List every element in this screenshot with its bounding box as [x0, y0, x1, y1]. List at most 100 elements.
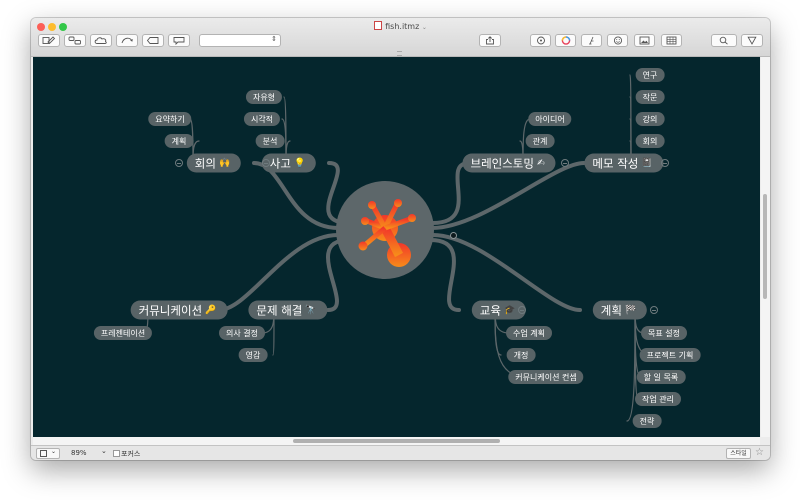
sticker-button[interactable] — [530, 34, 551, 47]
zoom-button[interactable] — [59, 23, 67, 31]
subtopic-left-1-2-label: 분석 — [262, 136, 278, 146]
main-branch — [326, 238, 351, 312]
collapse-toggle[interactable] — [518, 306, 526, 314]
style-button-label: 스타일 — [730, 450, 747, 457]
subtopic-right-0-0-label: 아이디어 — [535, 114, 565, 124]
callout-icon — [173, 37, 185, 45]
imindmap-logo-icon — [358, 199, 416, 267]
horizontal-scroll-thumb[interactable] — [293, 439, 500, 443]
topic-right-0[interactable]: 브레인스토밍✍ — [462, 153, 556, 173]
topic-left-0[interactable]: 회의🙌 — [186, 153, 242, 173]
subtopic-left-0-1[interactable]: 계획 — [164, 134, 194, 148]
vertical-scroll-thumb[interactable] — [763, 194, 767, 299]
cloud-button[interactable] — [90, 34, 112, 47]
topic-left-1[interactable]: 사고💡 — [261, 153, 317, 173]
zoom-level[interactable]: 89% — [71, 449, 87, 457]
subtopic-left-1-0-label: 자유형 — [252, 92, 276, 102]
topic-right-2[interactable]: 교육🎓 — [471, 300, 527, 320]
topic-left-1-label: 사고 — [269, 156, 291, 170]
subtopic-left-0-1-label: 계획 — [171, 136, 187, 146]
subtopic-left-2-0[interactable]: 프레젠테이션 — [93, 326, 153, 340]
share-icon — [486, 36, 494, 45]
subtopic-right-1-1-label: 작문 — [642, 92, 658, 102]
focus-label: 포커스 — [121, 450, 141, 458]
subtopic-right-3-0[interactable]: 목표 설정 — [641, 326, 687, 340]
subtopic-left-1-0[interactable]: 자유형 — [245, 90, 283, 104]
subtopic-right-2-2-label: 커뮤니케이션 컨셉 — [515, 372, 577, 382]
subtopic-right-3-2[interactable]: 할 일 목록 — [636, 370, 686, 384]
title-bar: fish.itmz ⌄ ⇕ — [31, 18, 770, 57]
subtopic-left-1-2[interactable]: 분석 — [255, 134, 285, 148]
collapse-toggle[interactable] — [661, 159, 669, 167]
subtopic-right-2-2[interactable]: 커뮤니케이션 컨셉 — [508, 370, 584, 384]
table-button[interactable] — [661, 34, 682, 47]
connector-handle[interactable] — [450, 232, 457, 239]
collapse-toggle[interactable] — [561, 159, 569, 167]
style-button[interactable]: 스타일 — [726, 448, 751, 459]
share-button[interactable] — [479, 34, 501, 47]
collapse-toggle[interactable] — [175, 159, 183, 167]
collapse-toggle[interactable] — [262, 159, 270, 167]
subtopic-right-1-1[interactable]: 작문 — [635, 90, 665, 104]
subtopic-right-2-0[interactable]: 수업 계획 — [506, 326, 552, 340]
relationship-icon — [121, 37, 133, 44]
main-branch — [429, 238, 461, 312]
subtopic-left-1-1[interactable]: 시각적 — [243, 112, 281, 126]
tag-button[interactable] — [142, 34, 164, 47]
add-topic-button[interactable] — [64, 34, 86, 47]
close-button[interactable] — [37, 23, 45, 31]
subtopic-right-1-3[interactable]: 회의 — [635, 134, 665, 148]
topic-right-3[interactable]: 계획🏁 — [592, 300, 648, 320]
style-select[interactable]: ⇕ — [199, 34, 281, 47]
central-topic[interactable] — [336, 181, 434, 279]
topic-right-3-icon: 🏁 — [624, 305, 637, 315]
main-branch — [252, 161, 340, 230]
subtopic-left-3-0[interactable]: 의사 결정 — [219, 326, 265, 340]
subtopic-right-3-1[interactable]: 프로젝트 기획 — [639, 348, 701, 362]
zoom-chevron-icon[interactable]: ⌄ — [101, 447, 107, 455]
filter-button[interactable] — [741, 34, 763, 47]
callout-button[interactable] — [168, 34, 190, 47]
image-icon — [639, 36, 650, 45]
topic-left-3[interactable]: 문제 해결🔭 — [248, 300, 328, 320]
subtopic-right-3-3[interactable]: 작업 관리 — [635, 392, 681, 406]
app-window: fish.itmz ⌄ ⇕ — [31, 18, 770, 460]
minimize-button[interactable] — [48, 23, 56, 31]
subtopic-left-3-1[interactable]: 영감 — [238, 348, 268, 362]
topic-right-2-icon: 🎓 — [503, 305, 516, 315]
sticker-icon — [536, 36, 545, 45]
subtopic-right-3-1-label: 프로젝트 기획 — [646, 350, 694, 360]
vertical-scrollbar[interactable] — [761, 57, 770, 437]
image-button[interactable] — [634, 34, 655, 47]
topic-right-3-label: 계획 — [600, 303, 622, 317]
horizontal-scrollbar[interactable] — [33, 437, 760, 445]
focus-checkbox[interactable] — [113, 450, 120, 457]
subtopic-right-1-2[interactable]: 강의 — [635, 112, 665, 126]
topic-icon — [68, 36, 81, 45]
emoji-button[interactable] — [607, 34, 628, 47]
subtopic-right-2-1[interactable]: 개정 — [506, 348, 536, 362]
subtopic-left-0-0[interactable]: 요약하기 — [148, 112, 192, 126]
pen-icon — [42, 36, 56, 45]
subtopic-right-3-4[interactable]: 전략 — [632, 414, 662, 428]
search-button[interactable] — [711, 34, 737, 47]
resize-grip[interactable] — [397, 51, 402, 56]
main-branch — [217, 233, 340, 312]
collapse-toggle[interactable] — [650, 306, 658, 314]
subtopic-right-3-4-label: 전략 — [639, 416, 655, 426]
color-button[interactable] — [555, 34, 576, 47]
subtopic-right-1-0[interactable]: 연구 — [635, 68, 665, 82]
pen-tool-button[interactable] — [38, 34, 60, 47]
chevron-updown-icon: ⇕ — [271, 35, 277, 43]
topic-right-1[interactable]: 메모 작성📓 — [584, 153, 664, 173]
font-button[interactable] — [581, 34, 602, 47]
subtopic-right-0-1[interactable]: 관계 — [525, 134, 555, 148]
star-icon[interactable]: ☆ — [755, 447, 764, 458]
topic-right-1-icon: 📓 — [641, 158, 653, 168]
subtopic-right-0-0[interactable]: 아이디어 — [528, 112, 572, 126]
chevron-down-icon[interactable]: ⌄ — [421, 24, 427, 31]
relationship-button[interactable] — [116, 34, 138, 47]
sidebar-toggle-button[interactable]: ⌄ — [36, 448, 60, 459]
topic-left-2[interactable]: 커뮤니케이션🔑 — [130, 300, 228, 320]
